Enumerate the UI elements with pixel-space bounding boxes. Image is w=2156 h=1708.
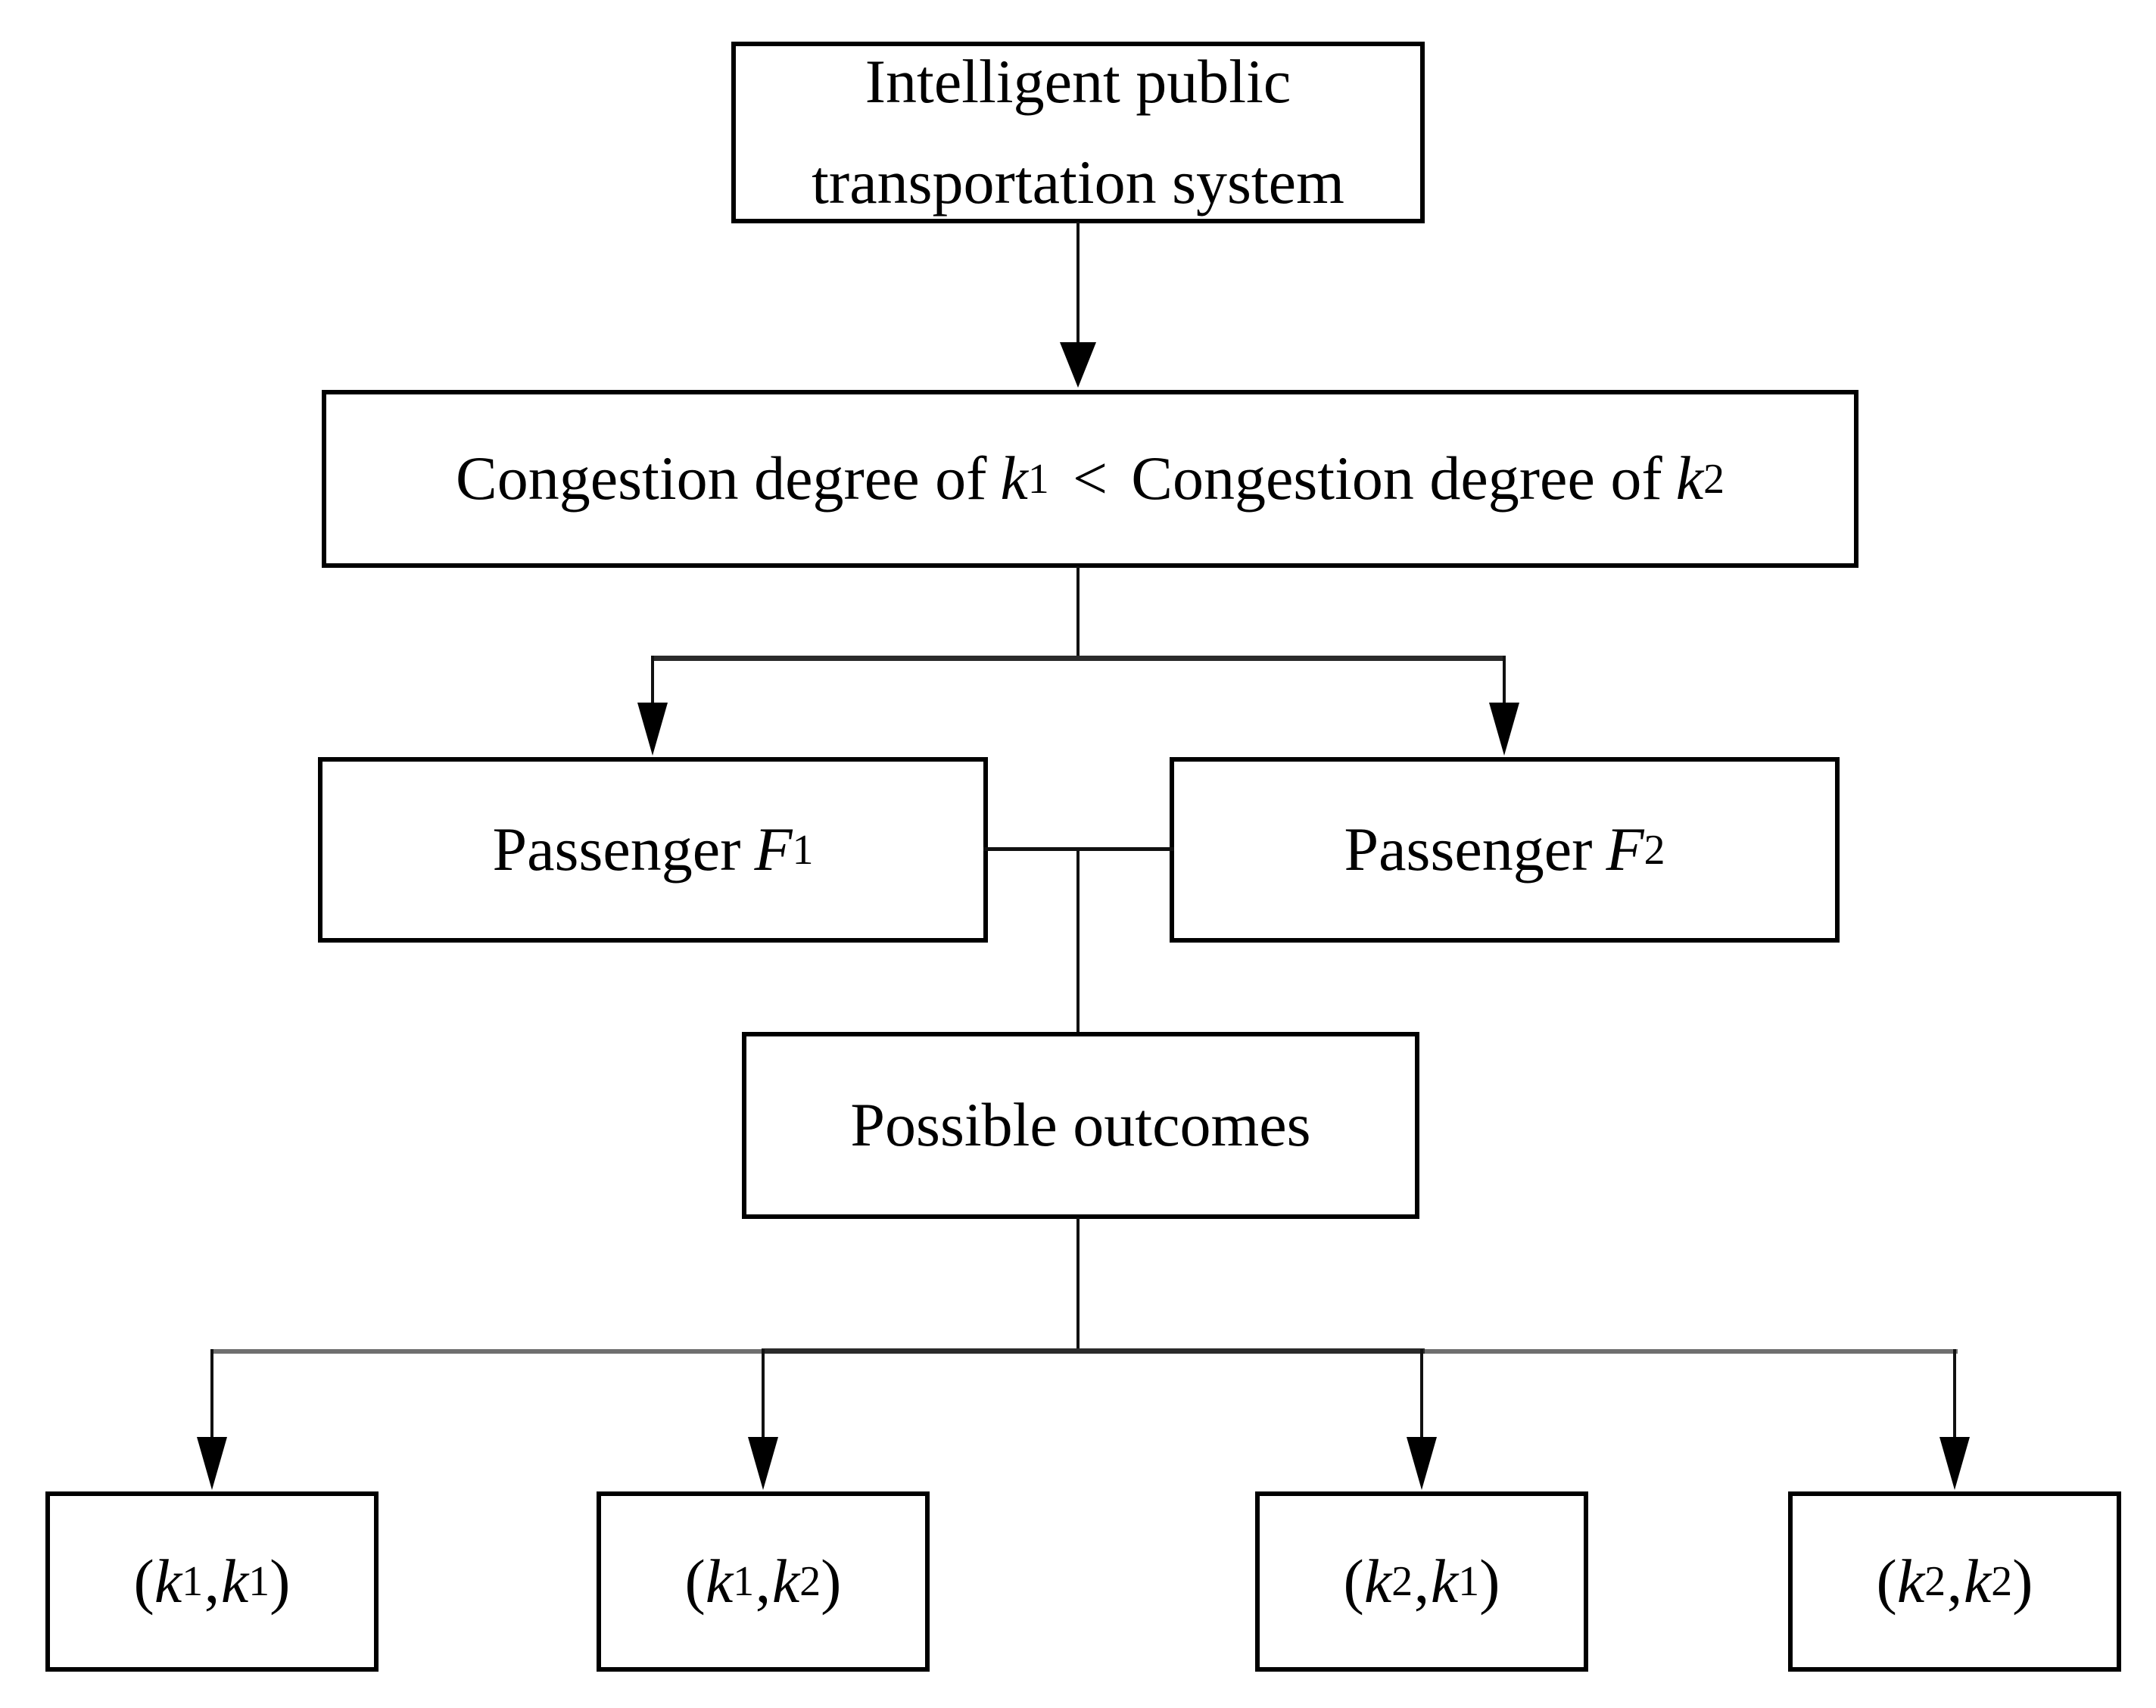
result4-var1: k	[1896, 1546, 1925, 1616]
result2-sep: ,	[755, 1546, 771, 1616]
arrowhead-into-passenger1	[637, 703, 668, 756]
passenger1-var: F	[754, 815, 793, 884]
branch-drop-result2	[762, 1349, 765, 1438]
congestion-operator: <	[1072, 444, 1108, 513]
branch-passengers-horizontal	[651, 656, 1506, 661]
result1-var2: k	[220, 1546, 249, 1616]
passenger2-label: Passenger	[1344, 815, 1593, 884]
node-possible-outcomes: Possible outcomes	[742, 1032, 1419, 1219]
connector-root-to-congestion	[1076, 222, 1080, 347]
result3-open: (	[1343, 1546, 1364, 1616]
branch-drop-passenger1	[651, 656, 654, 706]
passenger2-var: F	[1606, 815, 1644, 884]
congestion-left-var: k	[1000, 444, 1028, 513]
arrowhead-into-congestion	[1060, 342, 1096, 388]
outcomes-label: Possible outcomes	[850, 1090, 1311, 1160]
connector-mid-to-outcomes	[1076, 847, 1080, 1033]
congestion-left-text: Congestion degree of	[456, 444, 987, 513]
result3-sep: ,	[1413, 1546, 1430, 1616]
branch-results-horizontal-center	[762, 1348, 1425, 1354]
arrowhead-into-result4	[1939, 1437, 1970, 1490]
result3-var1: k	[1363, 1546, 1392, 1616]
node-root-line1: Intelligent public	[865, 47, 1291, 117]
result4-var2: k	[1963, 1546, 1992, 1616]
arrowhead-into-result2	[748, 1437, 778, 1490]
node-root-line2: transportation system	[812, 148, 1344, 217]
result2-open: (	[684, 1546, 706, 1616]
congestion-right-var: k	[1675, 444, 1704, 513]
branch-drop-result1	[210, 1349, 213, 1438]
result1-close: )	[270, 1546, 291, 1616]
branch-drop-result3	[1420, 1349, 1423, 1438]
result4-sep: ,	[1946, 1546, 1963, 1616]
result3-close: )	[1479, 1546, 1500, 1616]
result1-sep: ,	[204, 1546, 220, 1616]
node-root-text: Intelligent public transportation system	[812, 42, 1344, 223]
result2-var2: k	[771, 1546, 800, 1616]
result2-var1: k	[705, 1546, 734, 1616]
result1-open: (	[133, 1546, 154, 1616]
branch-drop-passenger2	[1503, 656, 1506, 706]
arrowhead-into-result1	[197, 1437, 227, 1490]
connector-outcomes-down	[1076, 1217, 1080, 1351]
connector-congestion-down	[1076, 566, 1080, 659]
arrowhead-into-passenger2	[1489, 703, 1519, 756]
congestion-right-text: Congestion degree of	[1131, 444, 1662, 513]
result1-var1: k	[154, 1546, 182, 1616]
result3-var2: k	[1430, 1546, 1459, 1616]
node-intelligent-public-transportation-system: Intelligent public transportation system	[731, 42, 1425, 223]
result4-open: (	[1876, 1546, 1897, 1616]
result2-close: )	[821, 1546, 842, 1616]
branch-drop-result4	[1953, 1349, 1956, 1438]
passenger1-label: Passenger	[492, 815, 741, 884]
result4-close: )	[2012, 1546, 2033, 1616]
arrowhead-into-result3	[1407, 1437, 1437, 1490]
